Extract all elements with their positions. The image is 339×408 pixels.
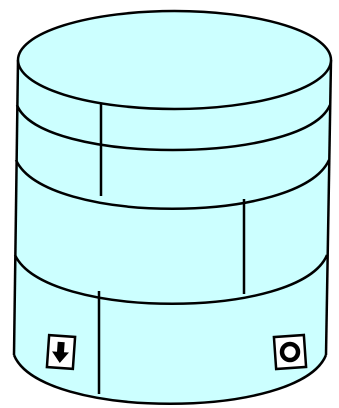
cylinder-drawing [14, 11, 331, 404]
circle-icon [274, 335, 306, 369]
cylinder-top-ellipse [18, 11, 331, 109]
